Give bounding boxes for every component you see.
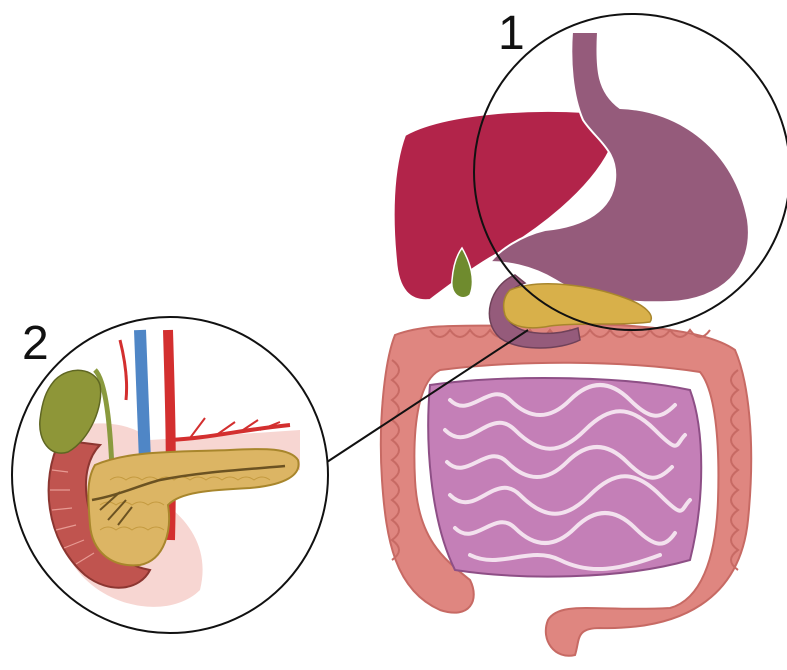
callout-label-2: 2 — [22, 320, 49, 368]
small-intestine — [428, 378, 701, 577]
callout-label-1: 1 — [498, 10, 525, 58]
